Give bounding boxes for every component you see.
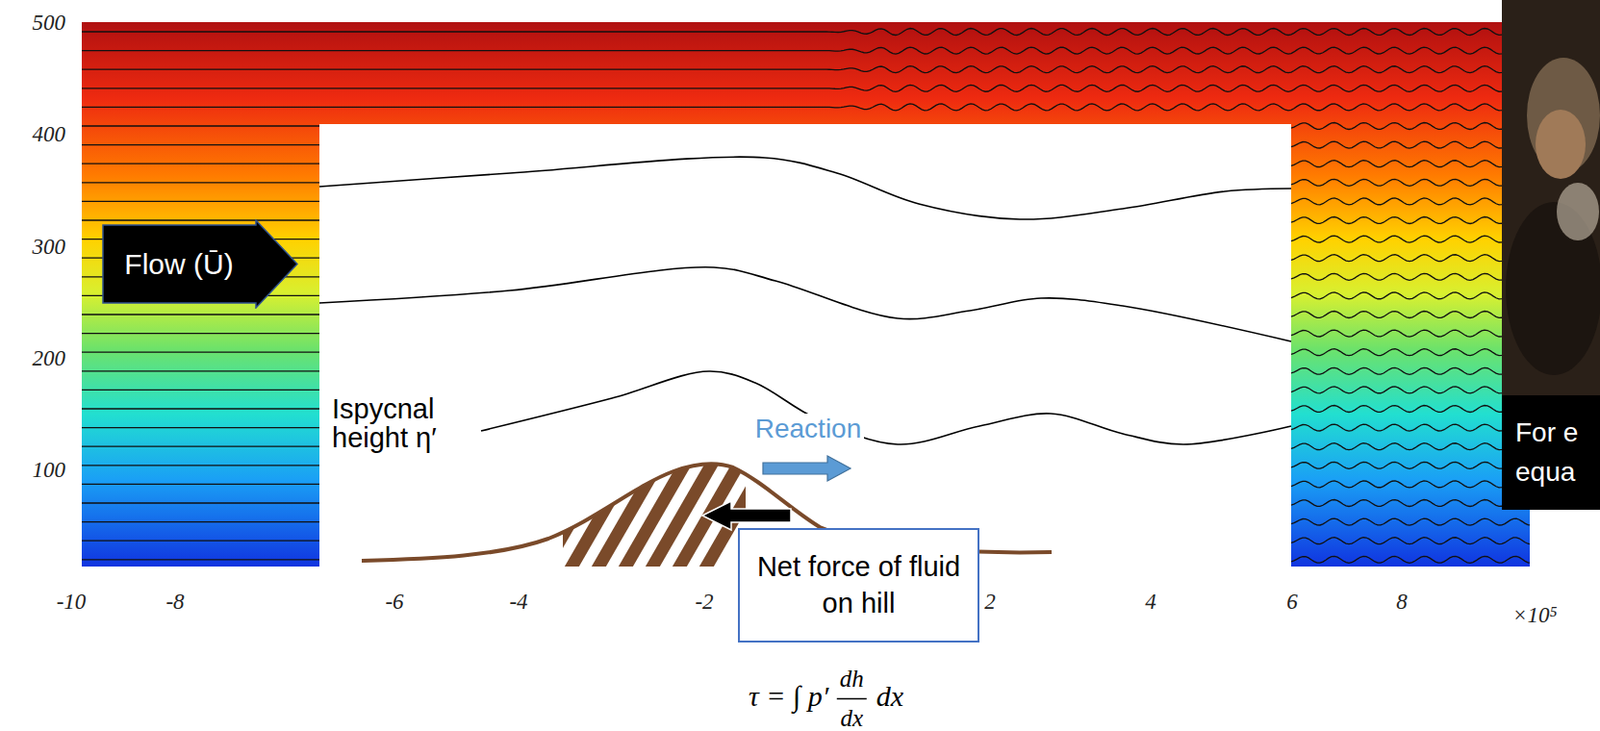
node-text: For e (1515, 413, 1578, 454)
callout-box: Net force of fluid on hill (737, 528, 980, 643)
label-text: -8 (165, 589, 184, 615)
portrait-face (1535, 109, 1586, 179)
label-text: 4 (1144, 589, 1157, 615)
label-text: -10 (56, 589, 87, 615)
force-arrow (702, 501, 791, 531)
label-text: 100 (32, 457, 67, 483)
contour-line (81, 47, 1530, 54)
label-text: Ispycnal height η′ (331, 394, 477, 454)
label-text: dh (839, 665, 864, 694)
node-text: Net force of fluid on hill (755, 549, 963, 622)
label-text: -2 (694, 589, 713, 615)
isopycnal-group (319, 156, 1292, 445)
white-panel (319, 124, 1292, 567)
contour-line (81, 103, 1530, 111)
reaction-arrow (762, 456, 851, 482)
caption-box: For eequa (1501, 395, 1600, 510)
label-text: 400 (32, 122, 67, 148)
label-text: ×10⁵ (1512, 603, 1558, 629)
portrait-collar (1556, 182, 1600, 241)
label-text: dx (876, 680, 904, 714)
node-text: Flow (Ū) (124, 248, 233, 281)
label-text: 300 (32, 234, 67, 260)
isopycnal-line (481, 371, 1292, 445)
arrow-outline (102, 220, 298, 308)
node-text: equa (1515, 453, 1575, 493)
isopycnal-line (319, 156, 1292, 220)
contour-line (81, 28, 1530, 36)
color-field (81, 22, 1530, 567)
label-text: 500 (32, 10, 67, 36)
label-text: 6 (1286, 589, 1298, 615)
flow-arrow: Flow (Ū) (101, 219, 299, 309)
contour-line (81, 66, 1530, 74)
label-text: τ = ∫ p′ (748, 680, 829, 714)
isopycnal-line (319, 267, 1292, 342)
label-text: dx (839, 705, 864, 731)
fraction-bar (837, 698, 867, 701)
label-text: 2 (984, 589, 996, 615)
label-text: Reaction (752, 413, 865, 445)
label-text: 200 (32, 346, 67, 372)
label-text: -6 (384, 589, 404, 615)
label-text: 8 (1396, 589, 1408, 615)
label-text: -4 (508, 589, 528, 615)
contour-line (81, 84, 1530, 92)
